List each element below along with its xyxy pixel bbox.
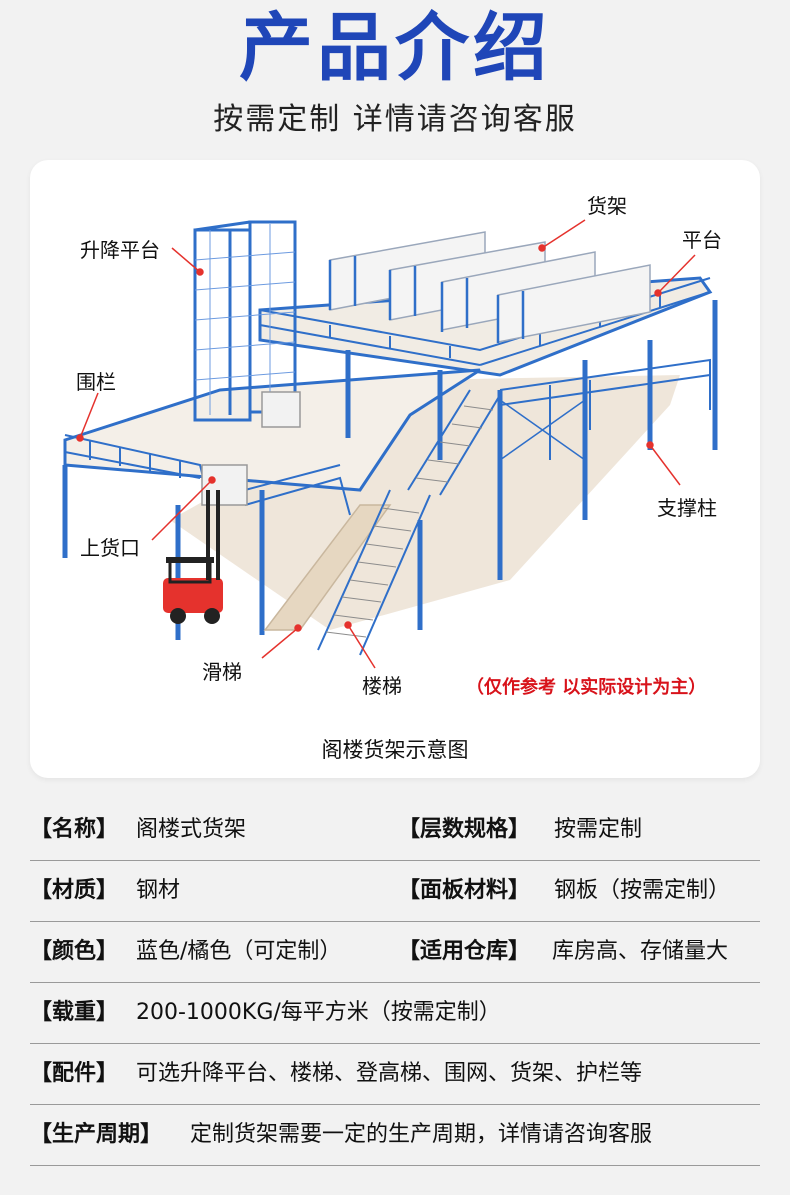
callout-stairs: 楼梯 <box>362 674 402 698</box>
spec-value: 200-1000KG/每平方米（按需定制） <box>136 1000 501 1025</box>
spec-value: 蓝色/橘色（可定制） <box>136 939 342 964</box>
spec-label: 【颜色】 <box>30 939 119 964</box>
spec-label: 【载重】 <box>30 1000 119 1025</box>
callout-lift: 升降平台 <box>80 238 160 262</box>
spec-row: 【名称】 阁楼式货架 【层数规格】 按需定制 <box>30 800 760 861</box>
spec-value: 钢材 <box>136 878 181 903</box>
callout-railing: 围栏 <box>76 370 116 394</box>
callout-loading: 上货口 <box>80 536 140 560</box>
callout-slide: 滑梯 <box>202 660 242 684</box>
spec-label: 【生产周期】 <box>30 1122 163 1147</box>
spec-row: 【材质】 钢材 【面板材料】 钢板（按需定制） <box>30 861 760 922</box>
spec-row: 【颜色】 蓝色/橘色（可定制） 【适用仓库】 库房高、存储量大 <box>30 922 760 983</box>
spec-value: 阁楼式货架 <box>136 817 247 842</box>
spec-label: 【面板材料】 <box>398 878 531 903</box>
spec-row: 【生产周期】 定制货架需要一定的生产周期，详情请咨询客服 <box>30 1105 760 1166</box>
diagram-card: 货架 平台 升降平台 围栏 支撑柱 上货口 滑梯 楼梯 （仅作参考 以实际设计为… <box>30 160 760 778</box>
spec-label: 【名称】 <box>30 817 119 842</box>
page-subtitle: 按需定制 详情请咨询客服 <box>213 102 577 137</box>
spec-label: 【材质】 <box>30 878 119 903</box>
callout-shelf: 货架 <box>587 194 627 218</box>
mezzanine-illustration <box>62 219 718 669</box>
callout-column: 支撑柱 <box>657 496 717 520</box>
spec-value: 钢板（按需定制） <box>554 878 731 903</box>
reference-note: （仅作参考 以实际设计为主） <box>466 677 707 698</box>
spec-value: 库房高、存储量大 <box>552 939 729 964</box>
spec-table: 【名称】 阁楼式货架 【层数规格】 按需定制 【材质】 钢材 【面板材料】 钢板… <box>30 800 760 1166</box>
spec-label: 【层数规格】 <box>398 817 531 842</box>
spec-row: 【配件】 可选升降平台、楼梯、登高梯、围网、货架、护栏等 <box>30 1044 760 1105</box>
forklift-icon <box>163 490 223 624</box>
page-title: 产品介绍 <box>239 5 551 91</box>
spec-label: 【配件】 <box>30 1061 119 1086</box>
spec-label: 【适用仓库】 <box>398 939 531 964</box>
spec-value: 定制货架需要一定的生产周期，详情请咨询客服 <box>190 1122 653 1147</box>
spec-value: 按需定制 <box>554 817 643 842</box>
spec-row: 【载重】 200-1000KG/每平方米（按需定制） <box>30 983 760 1044</box>
spec-value: 可选升降平台、楼梯、登高梯、围网、货架、护栏等 <box>136 1061 643 1086</box>
diagram-caption: 阁楼货架示意图 <box>321 738 469 762</box>
callout-platform: 平台 <box>682 228 722 252</box>
